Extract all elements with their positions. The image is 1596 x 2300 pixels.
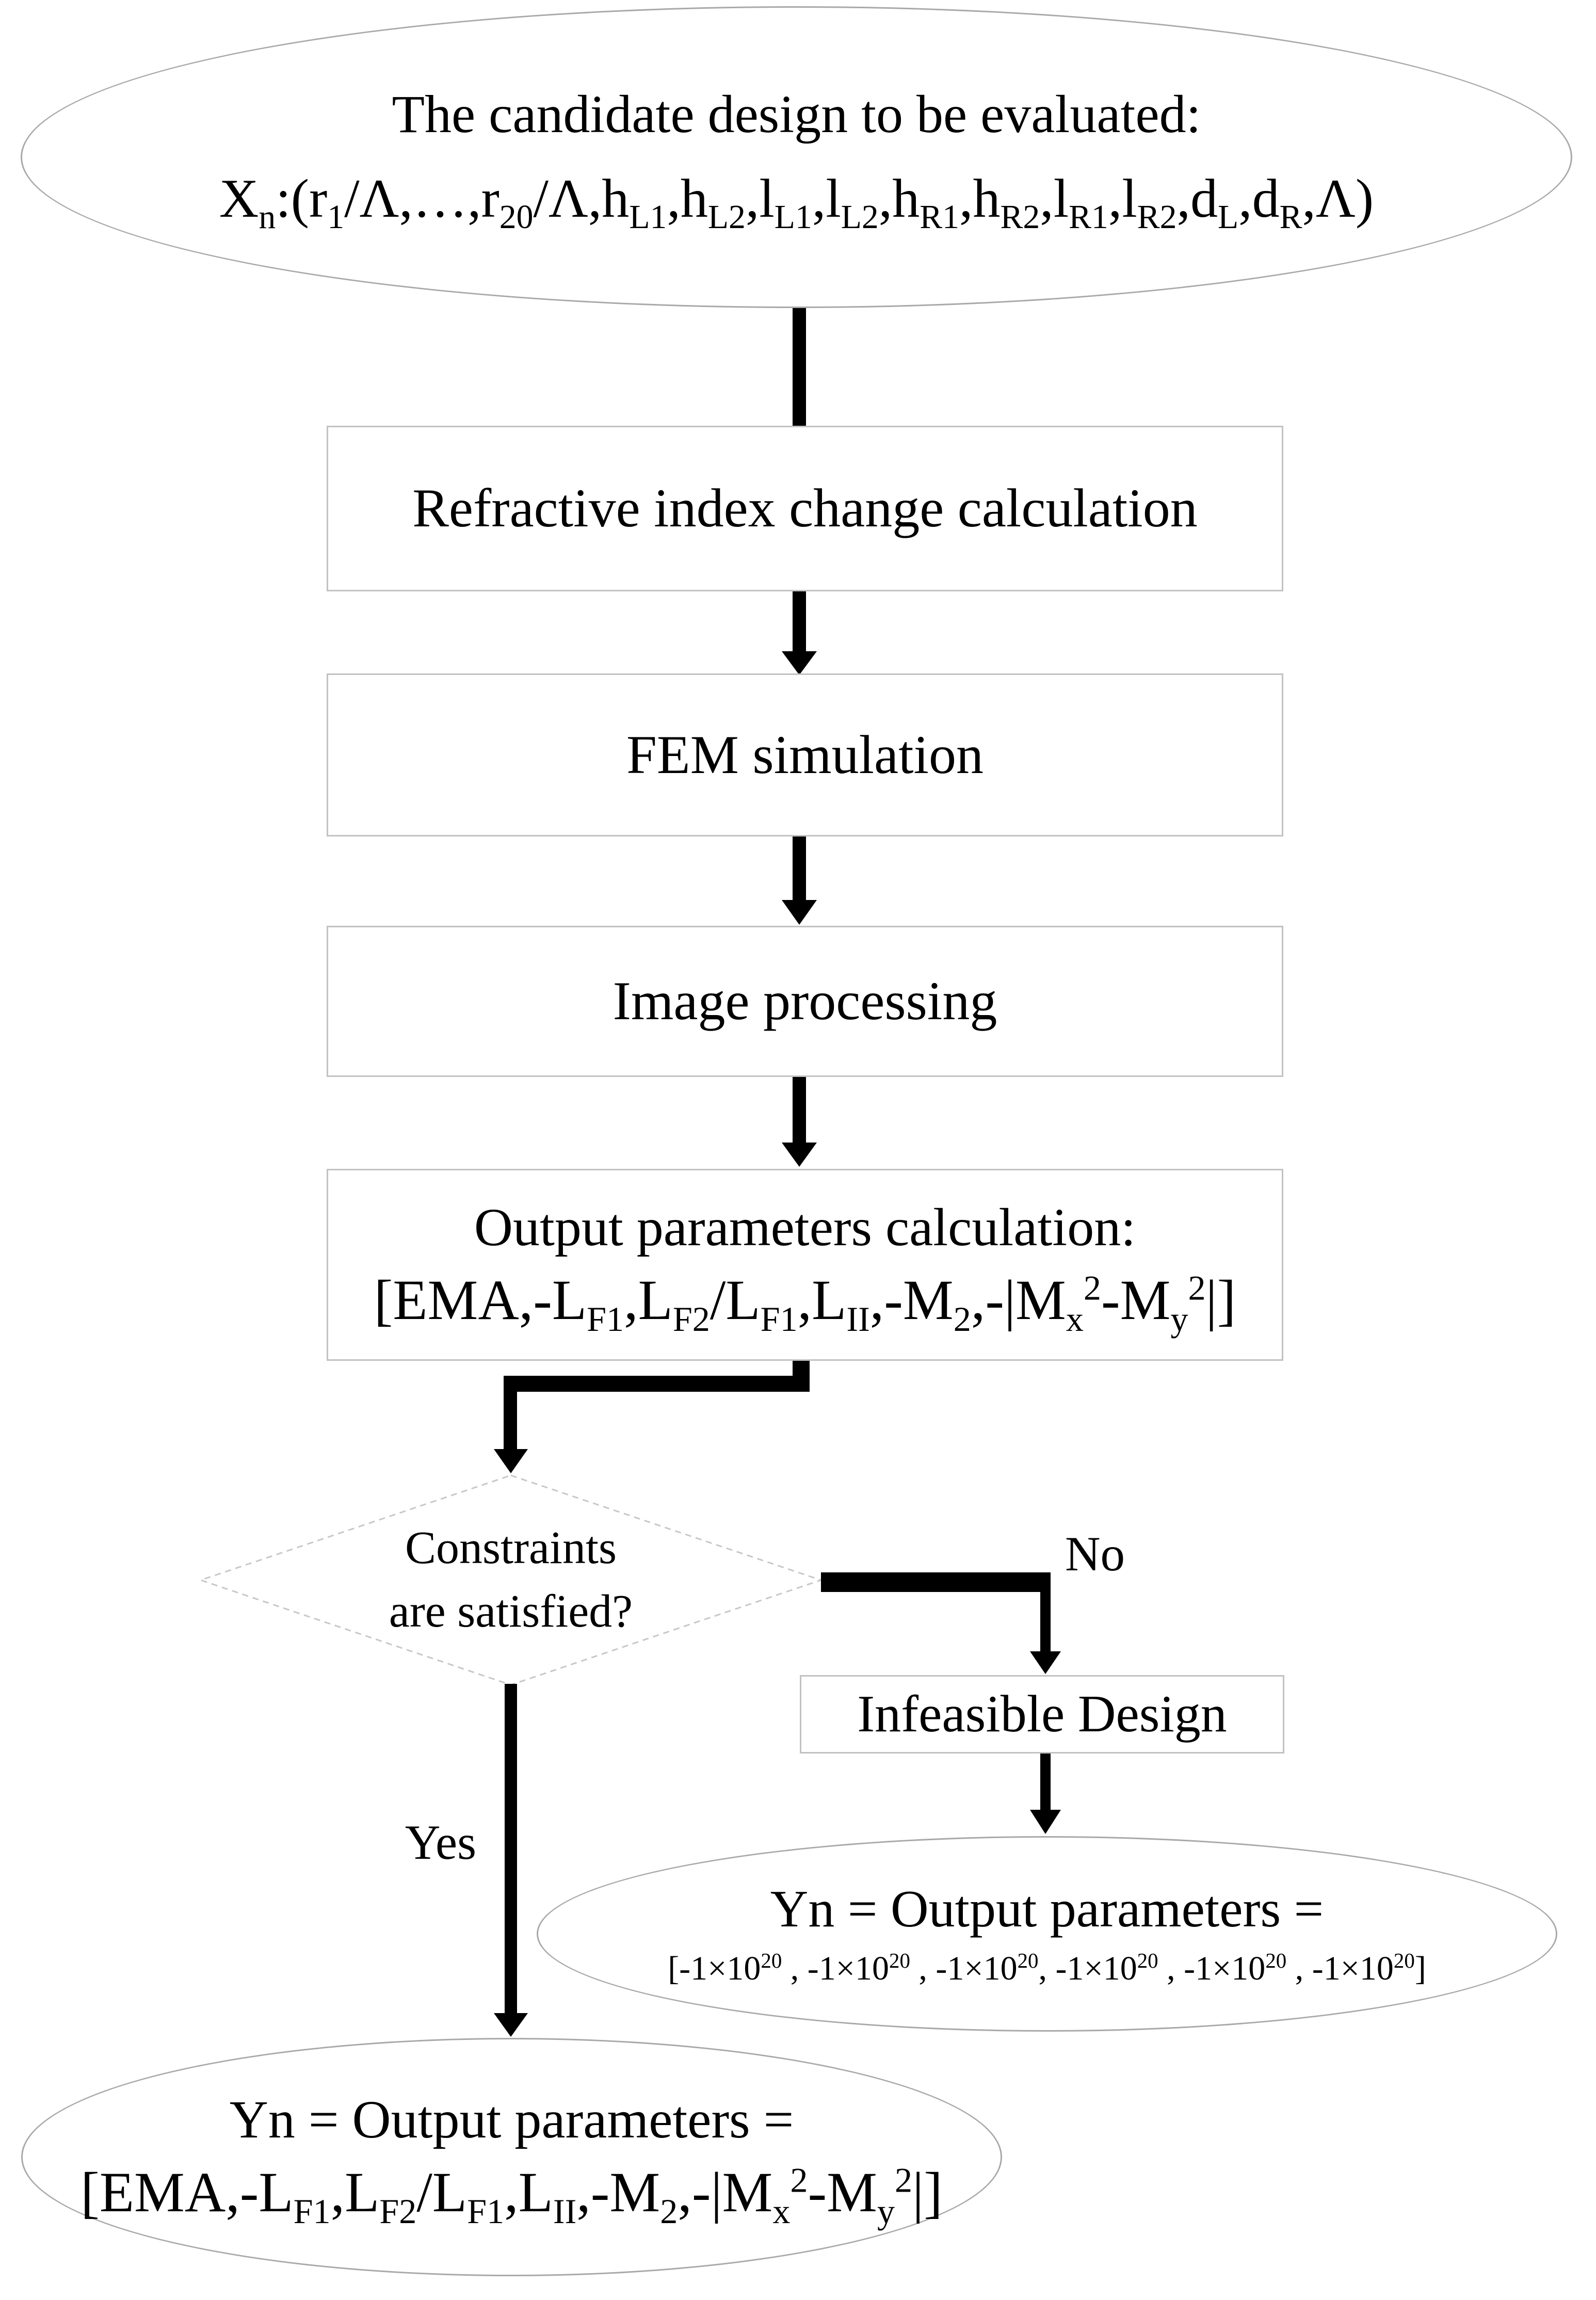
arrow-infeasible-to-result	[1030, 1752, 1061, 1834]
arrow-refractive-to-fem	[782, 590, 817, 675]
connector-output-to-decision	[494, 1360, 810, 1473]
start-node-formula: Xn:(r1/Λ,…,r20/Λ,hL1,hL2,lL1,lL2,hR1,hR2…	[219, 168, 1374, 236]
arrow-start-to-refractive	[793, 307, 806, 427]
step-refractive-index-label: Refractive index change calculation	[412, 478, 1198, 539]
step-image-processing-box: Image processing	[327, 926, 1283, 1077]
feasible-result-node: Yn = Output parameters = [EMA,-LF1,LF2/L…	[21, 2038, 1002, 2276]
step-fem-simulation-label: FEM simulation	[626, 724, 984, 785]
start-node: The candidate design to be evaluated: Xn…	[21, 6, 1572, 308]
infeasible-result-title: Yn = Output parameters =	[770, 1880, 1324, 1939]
step-fem-simulation-box: FEM simulation	[327, 673, 1283, 837]
infeasible-design-label: Infeasible Design	[857, 1684, 1227, 1743]
decision-line2: are satisfied?	[389, 1586, 633, 1637]
connector-decision-yes	[494, 1684, 528, 2037]
decision-node: Constraints are satisfied?	[201, 1475, 821, 1685]
arrow-fem-to-image	[782, 835, 817, 925]
infeasible-design-box: Infeasible Design	[800, 1675, 1284, 1754]
yes-branch-label: Yes	[405, 1814, 477, 1870]
infeasible-result-node: Yn = Output parameters = [-1×1020 , -1×1…	[537, 1836, 1557, 2032]
step-output-parameters-title: Output parameters calculation:	[474, 1198, 1136, 1258]
feasible-result-title: Yn = Output parameters =	[229, 2090, 794, 2150]
step-refractive-index-box: Refractive index change calculation	[327, 426, 1283, 591]
arrow-image-to-output	[782, 1076, 817, 1167]
feasible-result-formula: [EMA,-LF1,LF2/LF1,LII,-M2,-|Mx2-My2|]	[80, 2160, 943, 2231]
step-output-parameters-formula: [EMA,-LF1,LF2/LF1,LII,-M2,-|Mx2-My2|]	[374, 1267, 1236, 1339]
infeasible-result-formula: [-1×1020 , -1×1020 , -1×1020, -1×1020 , …	[668, 1949, 1426, 1987]
connector-decision-no	[821, 1572, 1061, 1674]
decision-line1: Constraints	[405, 1522, 617, 1574]
start-node-title: The candidate design to be evaluated:	[392, 85, 1201, 144]
step-output-parameters-box: Output parameters calculation: [EMA,-LF1…	[327, 1169, 1283, 1361]
step-image-processing-label: Image processing	[612, 971, 997, 1032]
no-branch-label: No	[1065, 1526, 1125, 1581]
